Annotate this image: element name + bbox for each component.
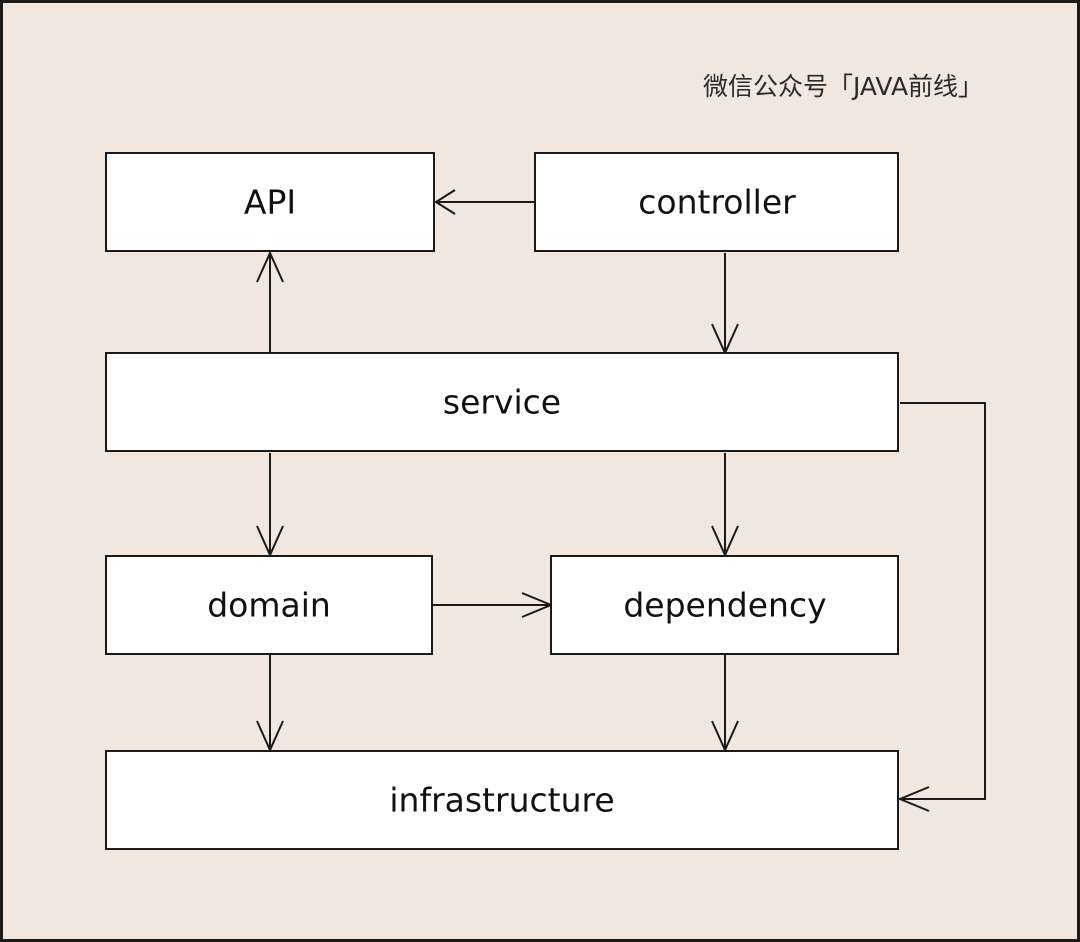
watermark-text: 微信公众号「JAVA前线」 xyxy=(703,72,984,101)
edge-service-infrastructure xyxy=(900,402,986,800)
node-service-label: service xyxy=(443,383,561,422)
arrowhead-service-infrastructure xyxy=(897,786,930,812)
arrowhead-service-api xyxy=(256,250,284,283)
node-infrastructure-label: infrastructure xyxy=(389,781,614,820)
architecture-diagram: API controller service domain dependency… xyxy=(105,152,986,850)
node-controller: controller xyxy=(534,152,899,252)
node-infrastructure: infrastructure xyxy=(105,750,899,850)
node-controller-label: controller xyxy=(638,183,796,222)
node-api-label: API xyxy=(244,183,296,222)
node-dependency: dependency xyxy=(550,555,899,655)
node-service: service xyxy=(105,352,899,452)
node-dependency-label: dependency xyxy=(623,586,826,625)
node-domain: domain xyxy=(105,555,433,655)
node-api: API xyxy=(105,152,435,252)
node-domain-label: domain xyxy=(207,586,331,625)
arrowhead-controller-api xyxy=(434,189,456,215)
